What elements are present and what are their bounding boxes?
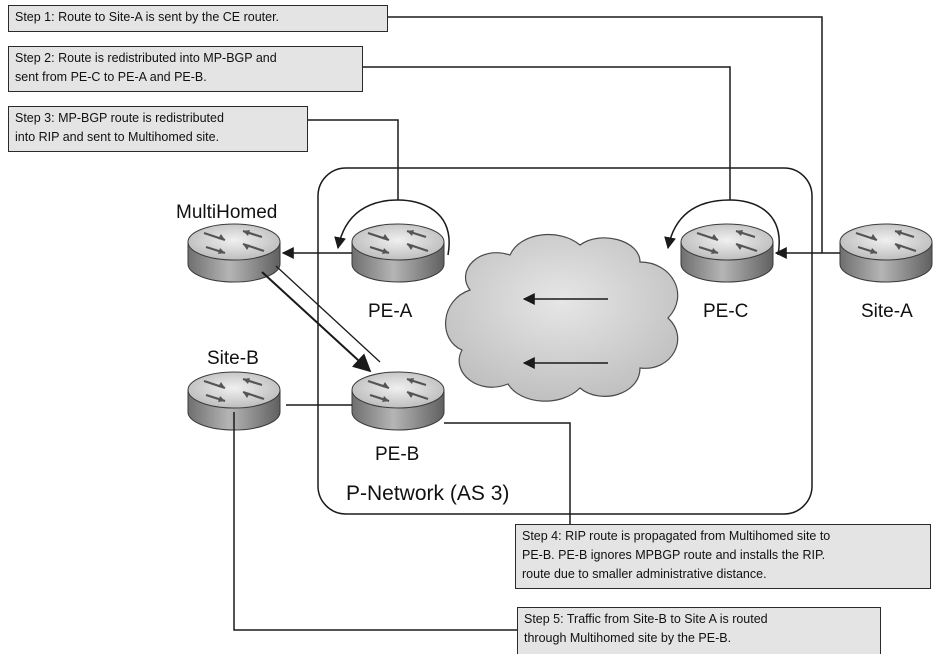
multihomed-label: MultiHomed [176,202,278,223]
site-b-label: Site-B [207,348,259,369]
step5-line-1: Step 5: Traffic from Site-B to Site A is… [524,612,768,626]
router-icon [838,222,933,284]
multihomed-to-pe-b-arrow [261,271,372,373]
step2-callout: Step 2: Route is redistributed into MP-B… [8,46,363,92]
pe-b-label: PE-B [375,444,420,465]
step2-line-1: Step 2: Route is redistributed into MP-B… [15,51,277,65]
router-icon [350,370,446,432]
step3-line-1: Step 3: MP-BGP route is redistributed [15,111,224,125]
p-network-label: P-Network (AS 3) [346,482,510,505]
step4-callout: Step 4: RIP route is propagated from Mul… [515,524,931,589]
step4-line-1: Step 4: RIP route is propagated from Mul… [522,529,831,543]
step5-callout: Step 5: Traffic from Site-B to Site A is… [517,607,881,654]
step2-leader [362,66,731,200]
pe-c-label: PE-C [703,301,749,322]
router-icon [679,222,775,284]
step5-line-2: through Multihomed site by the PE-B. [524,631,732,645]
site-a-label: Site-A [861,301,913,322]
step3-line-2: into RIP and sent to Multihomed site. [15,130,220,144]
pe-a-label: PE-A [368,301,413,322]
step4-line-3: route due to smaller administrative dist… [522,567,767,581]
multihomed-to-pe-b-arrow-inner [275,265,381,363]
cloud-icon [445,233,679,402]
pe-a-redistribution-arrow [334,199,450,256]
step4-line-2: PE-B. PE-B ignores MPBGP route and insta… [522,548,826,562]
pe-c-redistribution-arrow [664,199,780,256]
step2-line-2: sent from PE-C to PE-A and PE-B. [15,70,207,84]
step1-line-1: Step 1: Route to Site-A is sent by the C… [15,10,280,24]
step4-leader [444,422,571,524]
step5-leader [233,412,518,631]
step3-callout: Step 3: MP-BGP route is redistributed in… [8,106,308,152]
router-icon [186,222,282,284]
router-icon [350,222,446,284]
p-network-boundary [317,167,813,515]
step3-leader [307,119,399,200]
step1-callout: Step 1: Route to Site-A is sent by the C… [8,5,388,32]
step1-leader [387,16,823,253]
